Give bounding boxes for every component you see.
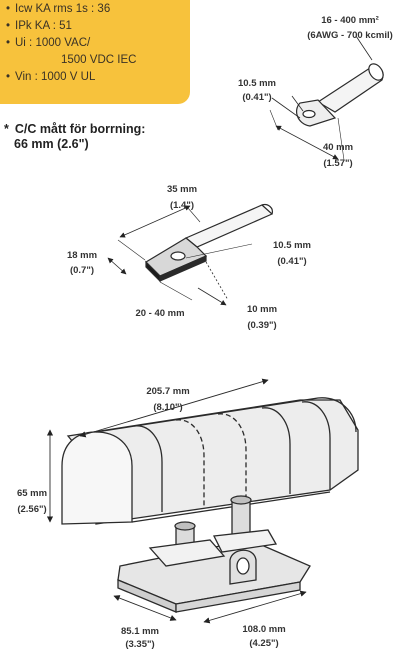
holder-height-mm: 65 mm — [17, 488, 47, 499]
drilling-note: * C/C mått för borrning: 66 mm (2.6") — [4, 122, 145, 152]
base-width-mm: 85.1 mm — [121, 626, 159, 637]
spec-item: •Icw KA rms 1s : 36 — [6, 3, 111, 15]
lug-length-mm: 40 mm — [323, 142, 353, 153]
fuse-holder-drawing — [46, 378, 359, 624]
lug-hole-mm: 10.5 mm — [238, 78, 276, 89]
base-depth-mm: 108.0 mm — [242, 624, 285, 635]
bar-thickness-range: 20 - 40 mm — [135, 308, 184, 319]
bar-width-in: (0.7") — [70, 265, 94, 276]
bar-thickness-mm: 10 mm — [247, 304, 277, 315]
holder-height-in: (2.56") — [17, 504, 46, 515]
cable-lug-drawing — [269, 35, 384, 161]
bar-length-mm: 35 mm — [167, 184, 197, 195]
lug-awg-label: (6AWG - 700 kcmil) — [307, 30, 393, 41]
holder-length-in: (8.10") — [153, 402, 182, 413]
bar-thickness-in: (0.39") — [247, 320, 276, 331]
bar-width-mm: 18 mm — [67, 250, 97, 261]
spec-list: •Icw KA rms 1s : 36 •IPk KA : 51 •Ui : 1… — [6, 1, 136, 86]
bar-hole-mm: 10.5 mm — [273, 240, 311, 251]
base-depth-in: (4.25") — [249, 638, 278, 649]
base-width-in: (3.35") — [125, 639, 154, 649]
lug-hole-in: (0.41") — [242, 92, 271, 103]
spec-item: •Ui : 1000 VAC/ — [6, 37, 91, 49]
spec-item-continued: 1500 VDC IEC — [61, 54, 137, 66]
note-star: * — [4, 122, 9, 136]
spec-item: •IPk KA : 51 — [6, 20, 72, 32]
specification-box: •Icw KA rms 1s : 36 •IPk KA : 51 •Ui : 1… — [0, 0, 190, 104]
lug-length-in: (1.57") — [323, 158, 352, 169]
note-line-2: 66 mm (2.6") — [14, 137, 89, 151]
holder-length-mm: 205.7 mm — [146, 386, 189, 397]
note-line-1: C/C mått för borrning: — [14, 122, 146, 136]
bus-bar-drawing — [107, 203, 274, 306]
lug-range-label: 16 - 400 mm² — [321, 15, 379, 26]
spec-item: •Vin : 1000 V UL — [6, 71, 96, 83]
bar-length-in: (1.4") — [170, 200, 194, 211]
bar-hole-in: (0.41") — [277, 256, 306, 267]
